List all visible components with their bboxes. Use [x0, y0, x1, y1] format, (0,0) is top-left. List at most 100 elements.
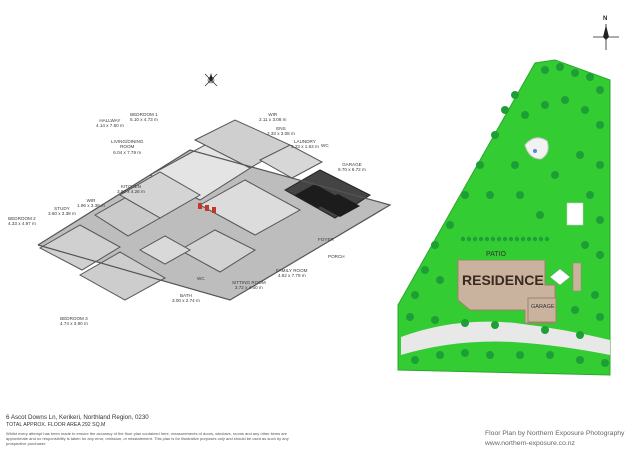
- tree-icon: [596, 313, 604, 321]
- tree-icon: [446, 221, 454, 229]
- hedge-icon: [496, 236, 502, 242]
- tree-icon: [431, 316, 439, 324]
- hedge-icon: [490, 236, 496, 242]
- tree-icon: [486, 191, 494, 199]
- room-label-porch: PORCH: [328, 254, 345, 259]
- tree-icon: [586, 73, 594, 81]
- tree-icon: [411, 291, 419, 299]
- hedge-icon: [532, 236, 538, 242]
- tree-icon: [596, 251, 604, 259]
- room-label-foyer: FOYER: [318, 237, 334, 242]
- tree-icon: [561, 96, 569, 104]
- hedge-icon: [484, 236, 490, 242]
- lawn-area: [397, 59, 611, 376]
- garage-footprint: [527, 297, 557, 323]
- tree-icon: [491, 131, 499, 139]
- tree-icon: [521, 111, 529, 119]
- room-label-wc-1: WC: [321, 143, 329, 148]
- tree-icon: [596, 161, 604, 169]
- garage-site-label: GARAGE: [531, 304, 555, 310]
- tree-icon: [516, 191, 524, 199]
- north-label: N: [603, 16, 608, 22]
- tree-icon: [546, 351, 554, 359]
- patio-label: PATIO: [486, 251, 506, 258]
- tree-icon: [491, 321, 499, 329]
- compass-icon: [593, 24, 619, 50]
- tree-icon: [431, 241, 439, 249]
- hedge-icon: [508, 236, 514, 242]
- total-floor-area: TOTAL APPROX. FLOOR AREA 292 SQ.M: [6, 422, 106, 428]
- tree-icon: [511, 161, 519, 169]
- tree-icon: [596, 86, 604, 94]
- tree-icon: [421, 266, 429, 274]
- hedge-icon: [514, 236, 520, 242]
- tree-icon: [586, 191, 594, 199]
- driveway: [401, 321, 610, 355]
- hedge-icon: [472, 236, 478, 242]
- floor-plan-3d: [37, 73, 392, 301]
- tree-icon: [476, 161, 484, 169]
- hedge-icon: [460, 236, 466, 242]
- tree-icon: [501, 106, 509, 114]
- photographer-url[interactable]: www.northern-exposure.co.nz: [485, 440, 575, 447]
- tree-icon: [576, 151, 584, 159]
- tree-icon: [551, 171, 559, 179]
- tree-icon: [576, 356, 584, 364]
- tree-icon: [536, 211, 544, 219]
- tree-icon: [596, 121, 604, 129]
- hedge-icon: [544, 236, 550, 242]
- tree-icon: [511, 91, 519, 99]
- tree-icon: [596, 216, 604, 224]
- tree-icon: [406, 313, 414, 321]
- tree-icon: [461, 191, 469, 199]
- tree-icon: [541, 66, 549, 74]
- tree-icon: [486, 351, 494, 359]
- site-plan: [397, 59, 611, 376]
- disclaimer-text: Whilst every attempt has been made to en…: [6, 431, 289, 446]
- property-address: 6 Ascot Downs Ln, Kerikeri, Northland Re…: [6, 414, 149, 421]
- hedge-icon: [466, 236, 472, 242]
- tree-icon: [461, 319, 469, 327]
- tree-icon: [541, 101, 549, 109]
- tree-icon: [411, 356, 419, 364]
- room-label-wc-2: WC: [197, 276, 205, 281]
- north-compass: N: [591, 16, 621, 50]
- floor-plan-compass-icon: [204, 73, 218, 87]
- residence-label: RESIDENCE: [462, 272, 544, 288]
- hedge-icon: [502, 236, 508, 242]
- hedge-icon: [520, 236, 526, 242]
- hedge-icon: [538, 236, 544, 242]
- tree-icon: [461, 349, 469, 357]
- hedge-icon: [478, 236, 484, 242]
- tree-icon: [556, 63, 564, 71]
- tree-icon: [516, 351, 524, 359]
- tree-icon: [436, 276, 444, 284]
- tree-icon: [541, 326, 549, 334]
- pond: [524, 137, 549, 160]
- tree-icon: [581, 106, 589, 114]
- tree-icon: [436, 351, 444, 359]
- tree-icon: [571, 69, 579, 77]
- tree-icon: [591, 291, 599, 299]
- tree-icon: [576, 331, 584, 339]
- tree-icon: [571, 306, 579, 314]
- hedge-icon: [526, 236, 532, 242]
- tree-icon: [581, 241, 589, 249]
- tree-icon: [601, 359, 609, 367]
- photographer-credit: Floor Plan by Northern Exposure Photogra…: [485, 430, 625, 437]
